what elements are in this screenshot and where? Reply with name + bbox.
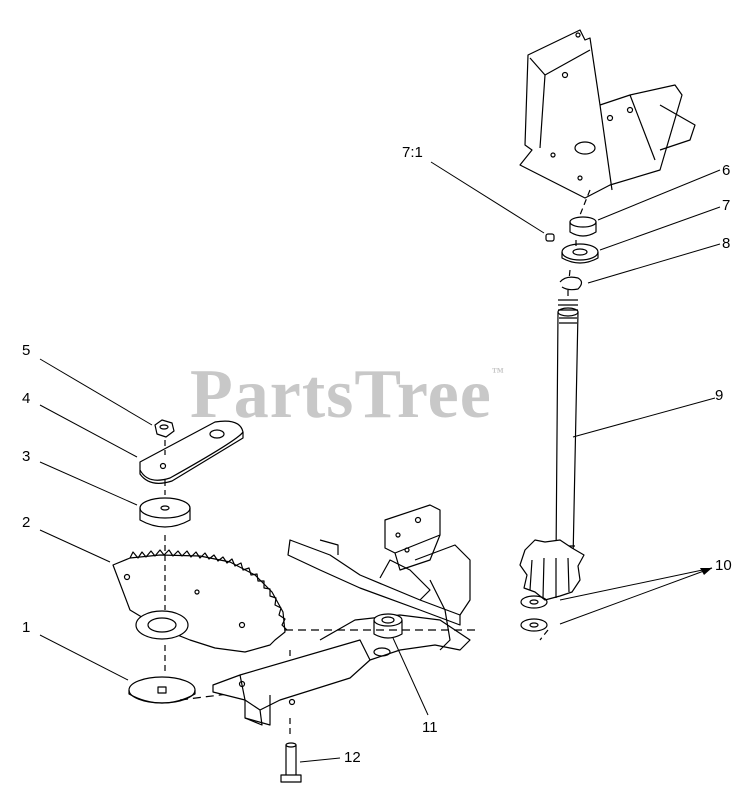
- callout-2: 2: [22, 514, 31, 531]
- flat-washer: [128, 676, 196, 704]
- callout-7: 7: [722, 197, 731, 214]
- leader-lines: [39, 161, 721, 763]
- bushing: [569, 216, 597, 237]
- watermark: PartsTree™: [190, 356, 505, 433]
- callout-1: 1: [22, 619, 31, 636]
- pivot-arm: [287, 504, 471, 651]
- callout-4: 4: [22, 390, 31, 407]
- bolt: [280, 742, 302, 783]
- nut: [154, 419, 175, 438]
- bearing: [561, 243, 599, 264]
- mounting-bracket-top: [519, 29, 696, 199]
- spacer: [139, 497, 191, 528]
- callout-9: 9: [715, 387, 724, 404]
- callout-5: 5: [22, 342, 31, 359]
- pinion-gear: [519, 539, 585, 601]
- pivot-bushing: [373, 613, 403, 639]
- callout-10: 10: [715, 557, 732, 574]
- washers: [520, 595, 548, 632]
- callout-8: 8: [722, 235, 731, 252]
- callout-6: 6: [722, 162, 731, 179]
- snap-ring: [559, 276, 583, 291]
- steering-bracket: [212, 614, 471, 726]
- callout-3: 3: [22, 448, 31, 465]
- arrowheads: [700, 568, 712, 575]
- grease-fitting: [545, 233, 555, 242]
- callout-7-1: 7:1: [402, 144, 423, 161]
- link-plate: [139, 420, 244, 484]
- steering-shaft: [555, 299, 579, 561]
- callout-11: 11: [422, 719, 438, 736]
- callout-12: 12: [344, 749, 361, 766]
- sector-gear: [112, 549, 288, 653]
